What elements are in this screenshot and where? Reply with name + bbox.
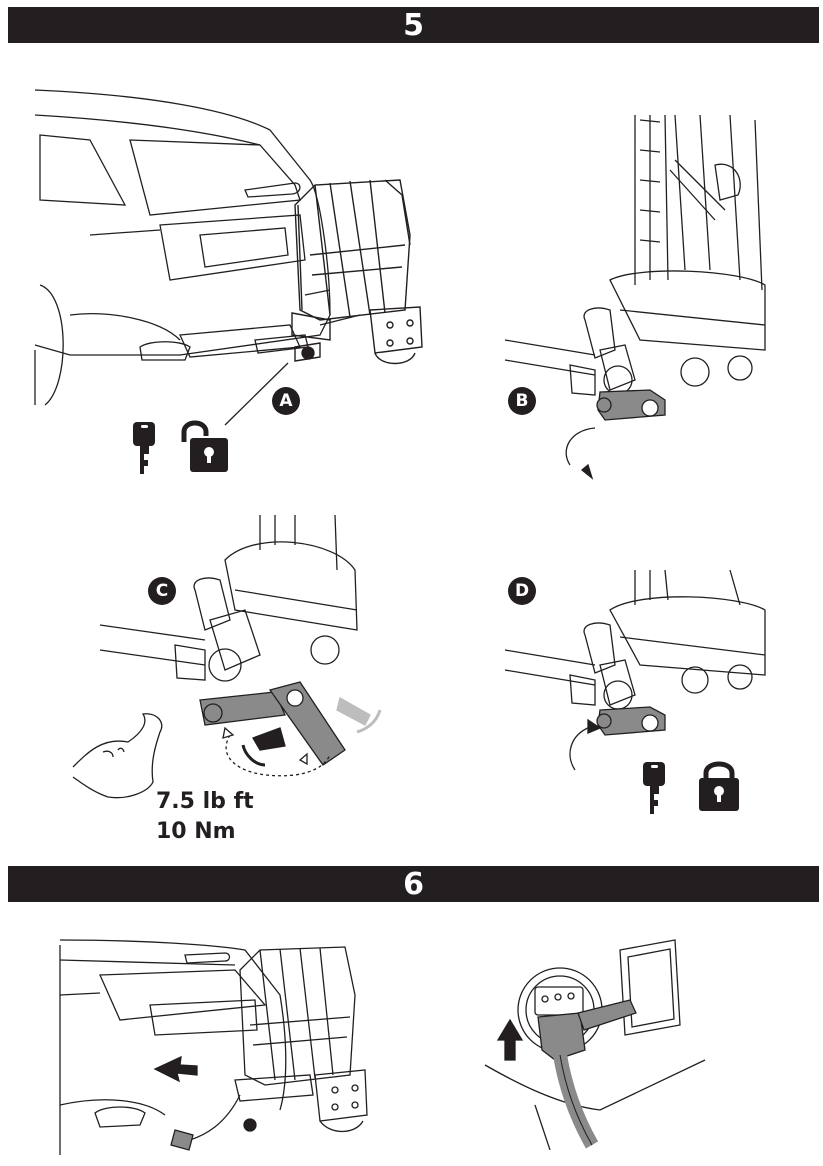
step-6-plug-illustration	[480, 935, 710, 1150]
panel-b-illustration	[500, 110, 770, 490]
step-5-header: 5	[8, 7, 819, 43]
panel-a-label: A	[279, 391, 293, 411]
torque-metric: 10 Nm	[156, 819, 236, 844]
unlocked-padlock-icon	[176, 420, 232, 474]
panel-a-badge: A	[272, 387, 300, 415]
flexed-arm-icon	[68, 712, 168, 802]
panel-c-illustration	[95, 510, 395, 790]
step-6-rack-illustration	[45, 935, 385, 1160]
panel-b-badge: B	[508, 387, 536, 415]
torque-spec: 7.5 lb ft 10 Nm	[156, 787, 254, 847]
panel-c-badge: C	[148, 577, 176, 605]
panel-d-badge: D	[508, 577, 536, 605]
panel-d-illustration	[500, 565, 770, 775]
panel-d-label: D	[514, 581, 530, 601]
step-number: 6	[403, 866, 424, 902]
panel-b-label: B	[515, 391, 529, 411]
locked-padlock-icon	[697, 760, 741, 812]
panel-c-label: C	[155, 581, 169, 601]
panel-a-illustration	[30, 85, 430, 485]
step-6-header: 6	[8, 866, 819, 902]
key-icon	[130, 420, 160, 476]
step-number: 5	[403, 7, 424, 43]
key-icon	[640, 760, 670, 816]
torque-imperial: 7.5 lb ft	[156, 789, 254, 814]
